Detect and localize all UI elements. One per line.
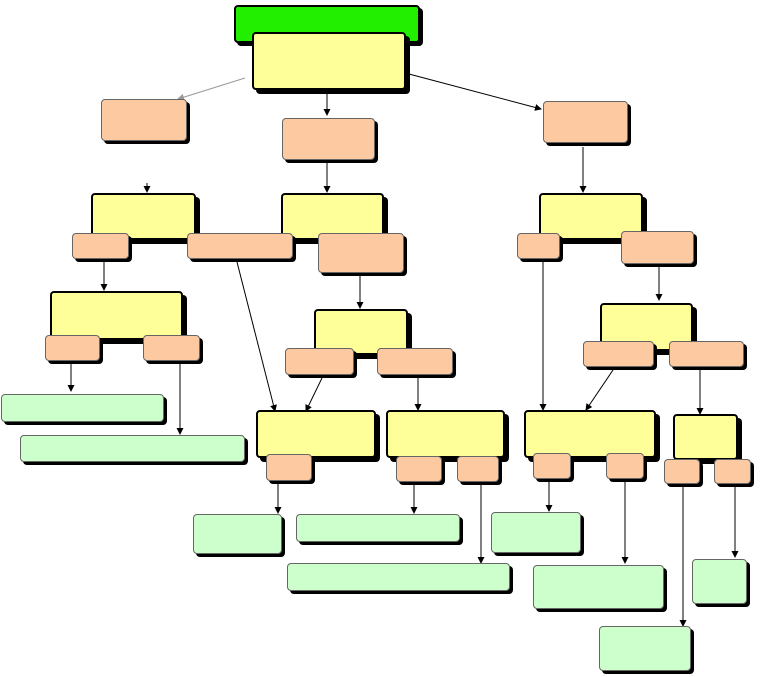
link-4d-left[interactable] xyxy=(664,459,700,484)
leaf-5f[interactable] xyxy=(692,559,747,604)
link-4b-left[interactable] xyxy=(396,456,442,482)
link-2c-right[interactable] xyxy=(621,231,694,264)
link-4a[interactable] xyxy=(266,454,312,481)
concept-2a[interactable] xyxy=(91,193,196,240)
leaf-5b[interactable] xyxy=(296,514,460,542)
link-left[interactable] xyxy=(101,99,187,141)
arrow-top-to-right xyxy=(408,73,542,111)
link-2a-left[interactable] xyxy=(72,233,129,259)
concept-3b[interactable] xyxy=(314,309,408,355)
arrow-l3-b xyxy=(236,261,277,412)
leaf-5d[interactable] xyxy=(491,512,581,553)
link-2c-left[interactable] xyxy=(517,233,560,259)
leaf-5e[interactable] xyxy=(533,565,664,609)
concept-2b[interactable] xyxy=(281,193,384,240)
top-concept[interactable] xyxy=(252,32,406,90)
link-3c-right[interactable] xyxy=(669,341,744,367)
leaf-5a[interactable] xyxy=(193,514,282,554)
link-2b-right[interactable] xyxy=(318,233,404,273)
concept-4c[interactable] xyxy=(524,410,656,458)
leaf-5c[interactable] xyxy=(287,563,510,591)
link-3c-left[interactable] xyxy=(583,341,654,367)
arrow-l4-c xyxy=(305,377,323,412)
concept-4d[interactable] xyxy=(673,414,738,460)
link-4c-left[interactable] xyxy=(533,453,571,479)
concept-4b[interactable] xyxy=(386,410,505,458)
concept-3a[interactable] xyxy=(50,291,183,340)
link-right[interactable] xyxy=(543,101,628,143)
concept-4a[interactable] xyxy=(256,410,376,458)
link-3b-right[interactable] xyxy=(377,348,453,375)
arrow-l4-e xyxy=(585,369,614,411)
arrow-top-to-left xyxy=(177,77,246,101)
link-4d-right[interactable] xyxy=(714,459,751,484)
link-2a-right[interactable] xyxy=(187,233,293,259)
link-4c-right[interactable] xyxy=(606,453,644,479)
link-3a-right[interactable] xyxy=(143,335,200,361)
link-3a-left[interactable] xyxy=(45,335,100,361)
leaf-5g[interactable] xyxy=(599,626,691,671)
link-3b-left[interactable] xyxy=(285,348,354,375)
link-4b-right[interactable] xyxy=(457,456,499,482)
leaf-4a[interactable] xyxy=(1,394,164,422)
link-center[interactable] xyxy=(282,118,375,160)
leaf-4b[interactable] xyxy=(20,435,245,462)
